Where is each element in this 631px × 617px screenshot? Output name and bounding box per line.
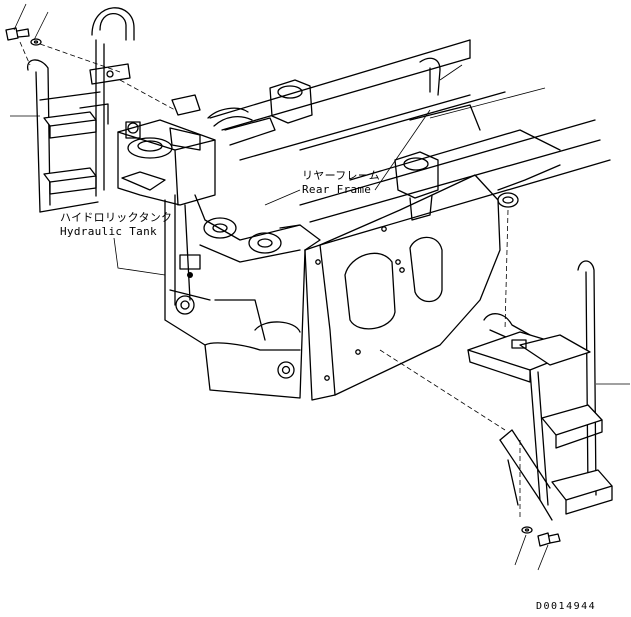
- rear-frame-rails: [209, 39, 611, 246]
- hydraulic-tank: [117, 119, 216, 206]
- hydraulic-tank-label-en: Hydraulic Tank: [60, 225, 157, 238]
- rear-mount-boss: [497, 164, 561, 208]
- right-bolt-washer: [521, 526, 561, 547]
- hydraulic-tank-label-jp: ハイドロリックタンク: [60, 211, 173, 224]
- right-ladder: [467, 260, 613, 521]
- rear-frame-label-en: Rear Frame: [302, 183, 372, 196]
- rear-frame-label-jp: リヤーフレーム: [302, 169, 381, 182]
- drawing-number: D0014944: [536, 601, 597, 612]
- exploded-view-lines: [19, 41, 521, 520]
- left-bolt-washer: [5, 27, 42, 46]
- hinge-yoke: [194, 194, 321, 263]
- callout-leaders: [10, 3, 630, 571]
- left-ladder: [27, 7, 135, 213]
- hydraulic-pipes: [171, 57, 441, 146]
- frame-left-side: [164, 194, 306, 399]
- hinge-boxes: [269, 79, 439, 221]
- rear-frame-side-plate: [304, 174, 501, 401]
